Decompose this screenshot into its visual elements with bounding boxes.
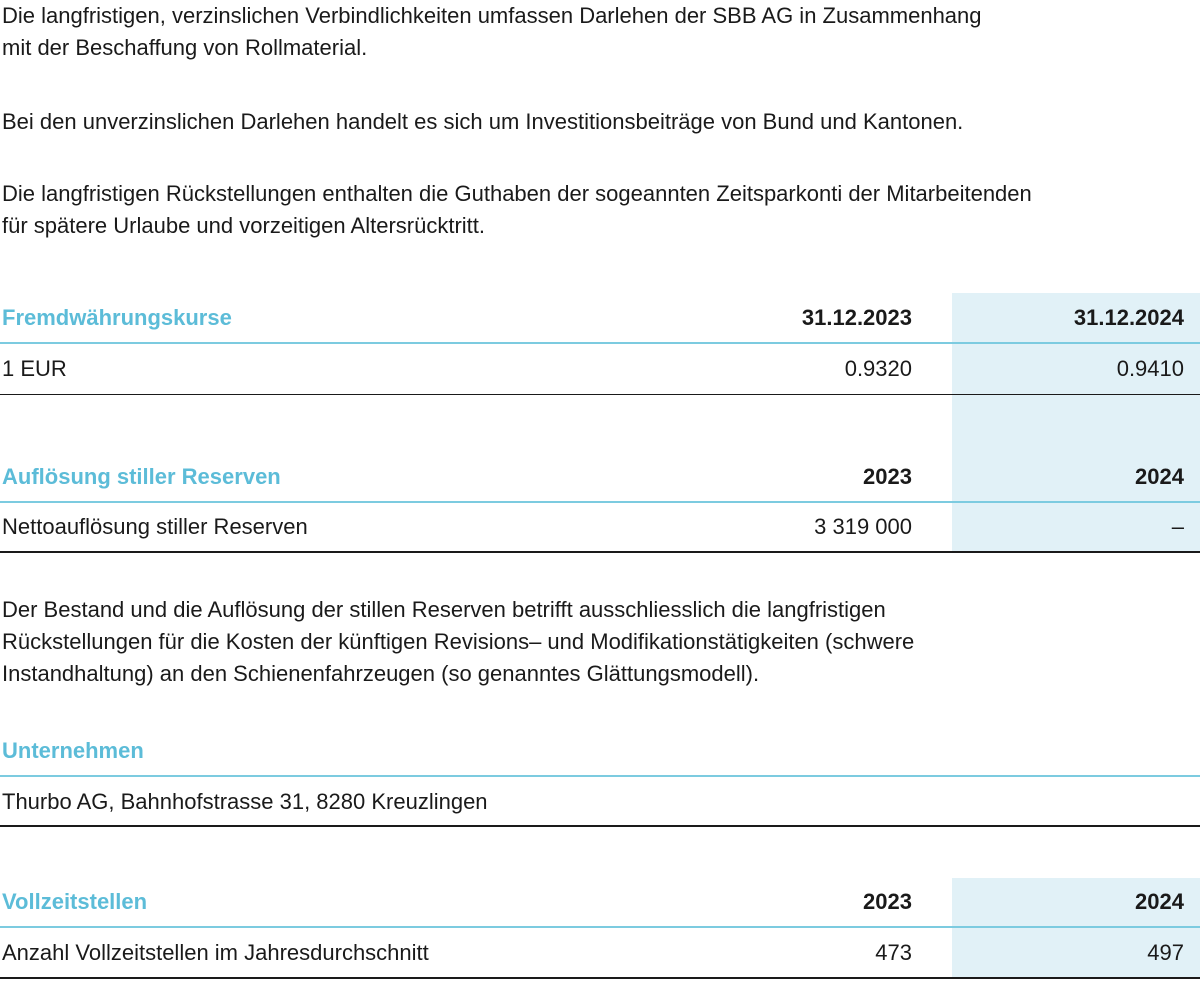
fte-bottom-rule bbox=[0, 977, 1200, 979]
reserves-row-value-curr: – bbox=[1171, 514, 1184, 539]
fx-row-label: 1 EUR bbox=[2, 356, 67, 381]
paragraph-interest-free-loans: Bei den unverzinslichen Darlehen handelt… bbox=[2, 109, 964, 134]
fte-row-value-prev: 473 bbox=[875, 940, 912, 965]
fx-header-rule bbox=[0, 342, 1200, 344]
company-row-label: Thurbo AG, Bahnhofstrasse 31, 8280 Kreuz… bbox=[2, 789, 488, 814]
fx-col-header-prev: 31.12.2023 bbox=[801, 305, 912, 330]
current-year-highlight-band bbox=[952, 293, 1200, 551]
fx-row-value-prev: 0.9320 bbox=[844, 356, 912, 381]
paragraph-interest-bearing-liabilities: Die langfristigen, verzinslichen Verbind… bbox=[2, 3, 982, 60]
fx-col-header-curr: 31.12.2024 bbox=[1073, 305, 1184, 330]
fte-table-title: Vollzeitstellen bbox=[2, 889, 148, 914]
fte-current-year-highlight-band bbox=[952, 878, 1200, 979]
fte-col-header-prev: 2023 bbox=[863, 889, 912, 914]
fx-row-value-curr: 0.9410 bbox=[1116, 356, 1184, 381]
company-bottom-rule bbox=[0, 825, 1200, 827]
paragraph-long-term-provisions: Die langfristigen Rückstellungen enthalt… bbox=[2, 181, 1032, 238]
reserves-col-header-prev: 2023 bbox=[863, 464, 912, 489]
fte-row-value-curr: 497 bbox=[1147, 940, 1184, 965]
reserves-row-label: Nettoauflösung stiller Reserven bbox=[2, 514, 308, 539]
company-header-rule bbox=[0, 775, 1200, 777]
reserves-row-value-prev: 3 319 000 bbox=[814, 514, 912, 539]
reserves-bottom-rule bbox=[0, 551, 1200, 553]
reserves-col-header-curr: 2024 bbox=[1135, 464, 1184, 489]
company-table-title: Unternehmen bbox=[2, 738, 144, 763]
reserves-header-rule bbox=[0, 501, 1200, 503]
fx-table-title: Fremdwährungskurse bbox=[2, 305, 232, 330]
fte-header-rule bbox=[0, 926, 1200, 928]
paragraph-hidden-reserves: Der Bestand und die Auflösung der stille… bbox=[2, 597, 915, 686]
fte-row-label: Anzahl Vollzeitstellen im Jahresdurchsch… bbox=[2, 940, 429, 965]
reserves-table-title: Auflösung stiller Reserven bbox=[2, 464, 281, 489]
fte-col-header-curr: 2024 bbox=[1135, 889, 1184, 914]
fx-row-rule bbox=[0, 394, 1200, 395]
